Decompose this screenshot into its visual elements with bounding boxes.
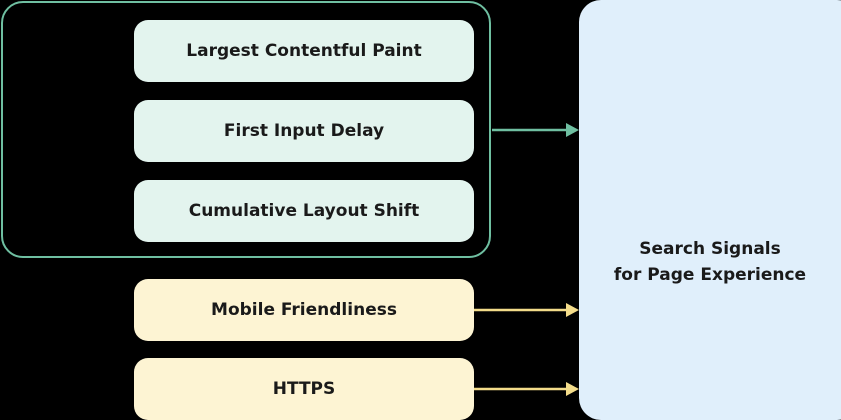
vitals-arrow [492,123,579,137]
search-signals-line1: Search Signals [639,239,781,259]
core-web-vitals-group [1,1,491,258]
fid-box: First Input Delay [134,100,474,162]
search-signals-box [579,0,841,420]
search-signals-line2: for Page Experience [613,265,807,285]
https-label: HTTPS [272,379,336,399]
lcp-box: Largest Contentful Paint [134,20,474,82]
cls-box: Cumulative Layout Shift [134,180,474,242]
mobile-friendliness-label: Mobile Friendliness [211,300,397,320]
mobile-arrow [474,303,579,317]
https-arrow [474,382,579,396]
fid-label: First Input Delay [223,121,385,141]
arrows-layer [474,123,579,396]
cls-label: Cumulative Layout Shift [188,201,420,221]
lcp-label: Largest Contentful Paint [186,41,422,61]
mobile-friendliness-box: Mobile Friendliness [134,279,474,341]
search-signals-label: Search Signals for Page Experience [579,236,841,288]
